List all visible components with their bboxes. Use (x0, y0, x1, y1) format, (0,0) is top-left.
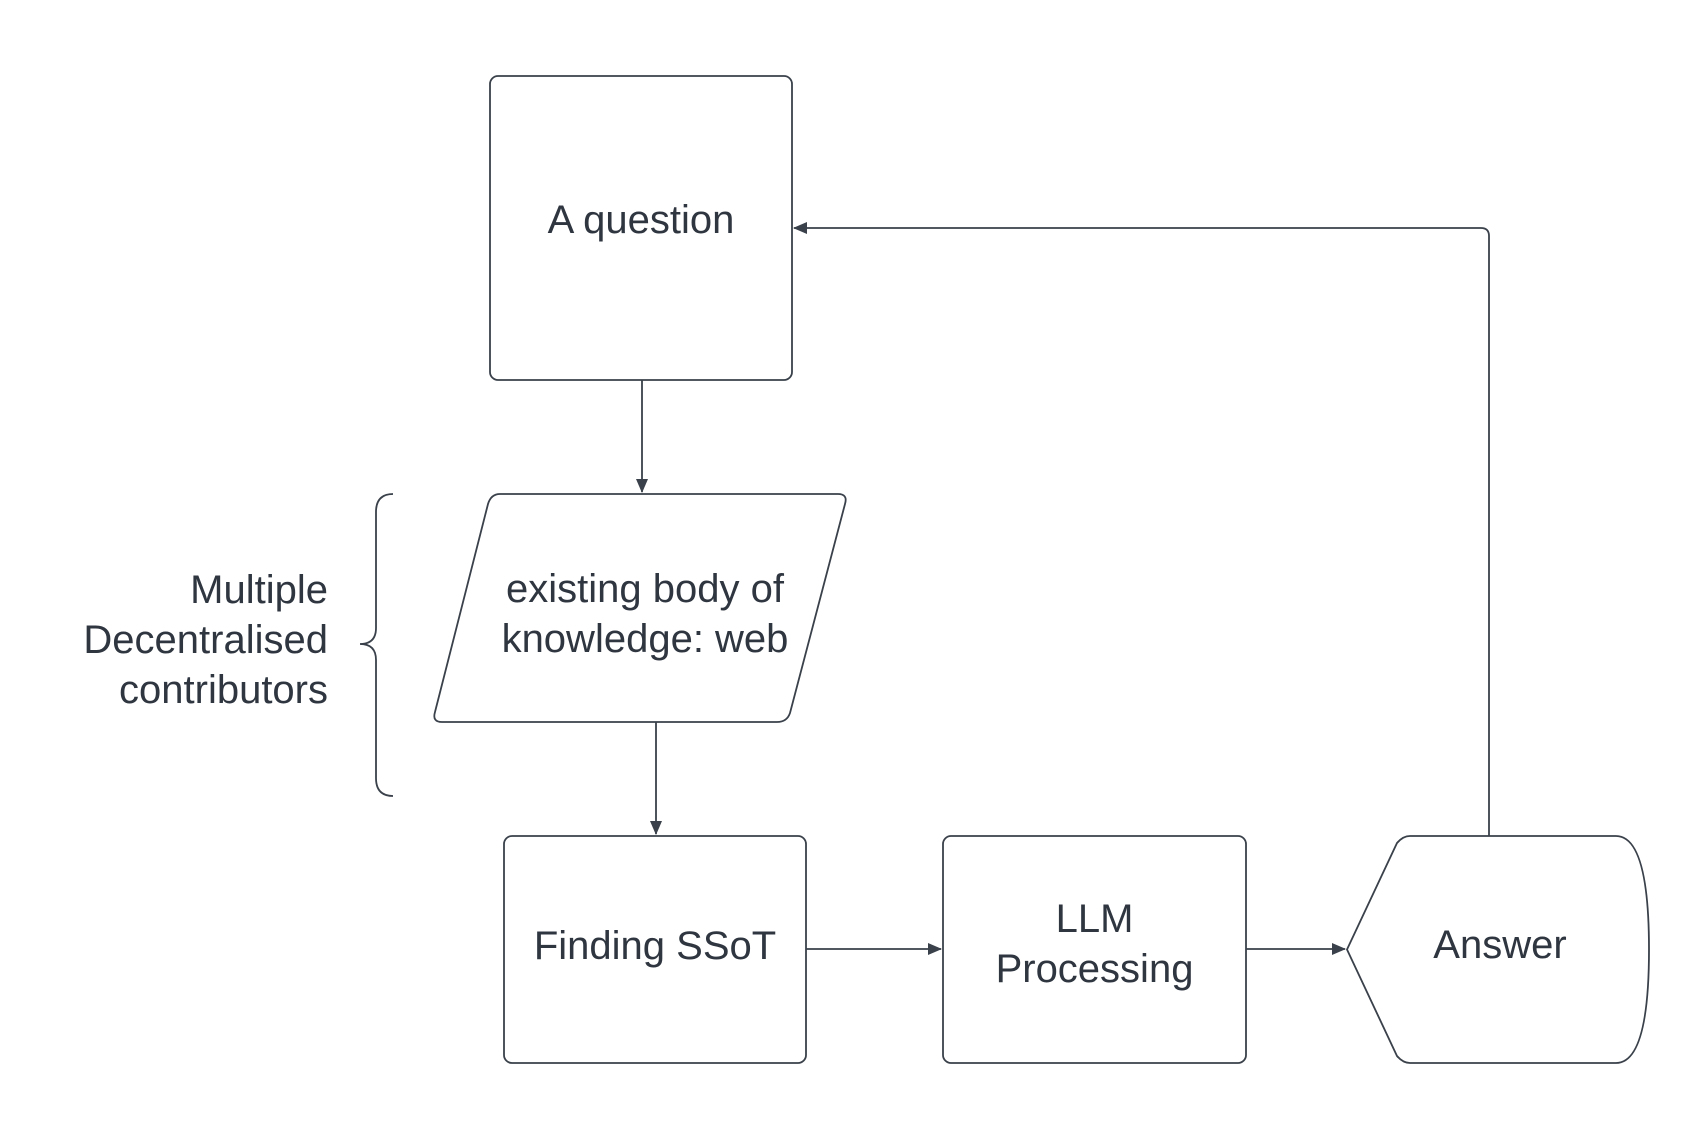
knowledge-label: existing body of knowledge: web (501, 567, 789, 661)
edge-answer-to-question (793, 222, 1490, 836)
question-box (489, 75, 793, 381)
contributors-annotation: Multiple Decentralised contributors (83, 568, 328, 712)
finding-ssot-label: Finding SSoT (533, 924, 777, 968)
question-label: A question (547, 198, 735, 242)
knowledge-parallelogram (433, 493, 847, 723)
answer-label: Answer (1433, 923, 1567, 967)
contributors-brace (359, 493, 394, 797)
answer-display-shape (1346, 835, 1650, 1064)
llm-processing-label: LLM Processing (995, 897, 1194, 991)
